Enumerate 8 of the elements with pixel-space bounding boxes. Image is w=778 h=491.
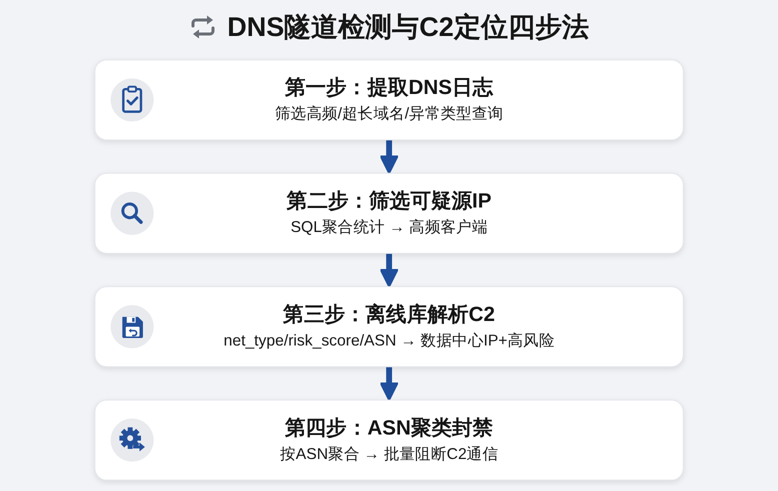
arrow [379,366,399,401]
node-box: 第三步：离线库解析C2 net_type/risk_score/ASN → 数据中心IP+高风险 [94,286,684,368]
arrow [379,253,399,288]
title: DNS隧道检测与C2定位四步法 [227,11,589,44]
node-box: 第四步：ASN聚类封禁 按ASN聚合 → 批量阻断C2通信 [94,400,684,481]
node-box: 第二步：筛选可疑源IP SQL聚合统计 → 高频客户端 [94,172,684,254]
node-box: 第一步：提取DNS日志 筛选高频/超长域名/异常类型查询 [94,59,684,140]
arrow [379,140,399,174]
